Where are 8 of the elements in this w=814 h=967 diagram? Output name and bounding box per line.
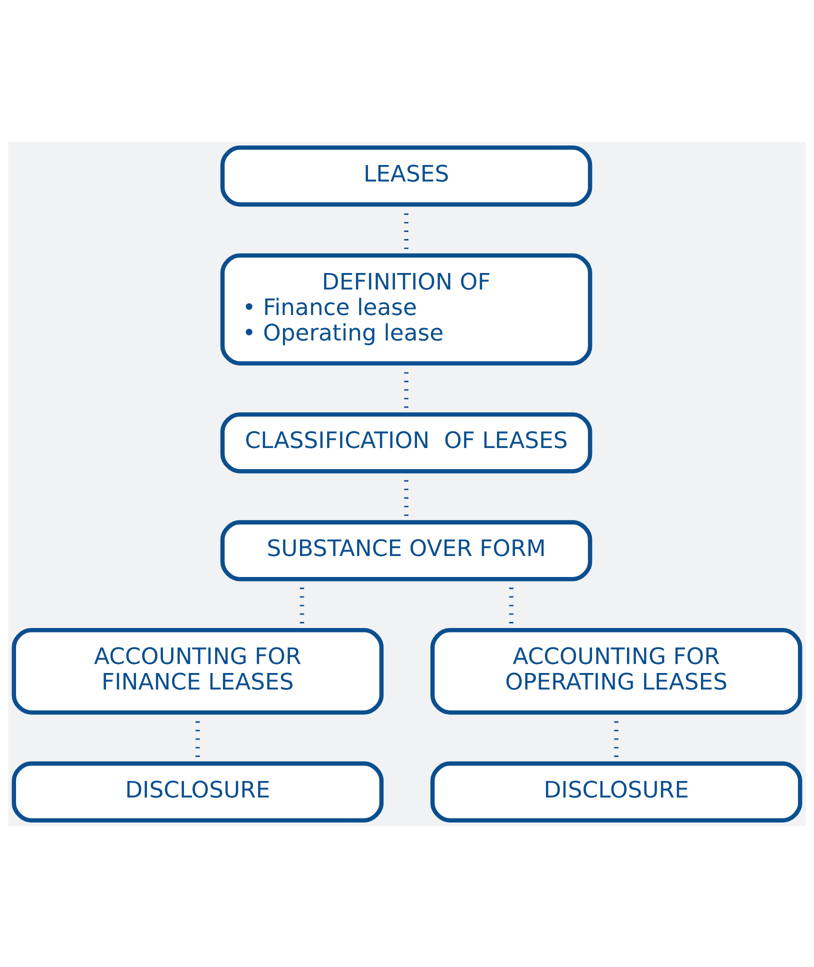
node-box: DISCLOSURE [12,760,384,822]
node-box: LEASES [220,145,592,206]
node-box: ACCOUNTING FOR FINANCE LEASES [12,628,384,714]
node-box: ACCOUNTING FOR OPERATING LEASES [430,628,802,714]
node-box: DISCLOSURE [430,760,802,822]
node-box: DEFINITION OF • Finance lease • Operating lease [220,252,592,365]
node-box: CLASSIFICATION OF LEASES [220,412,592,473]
node-box: SUBSTANCE OVER FORM [220,520,592,581]
